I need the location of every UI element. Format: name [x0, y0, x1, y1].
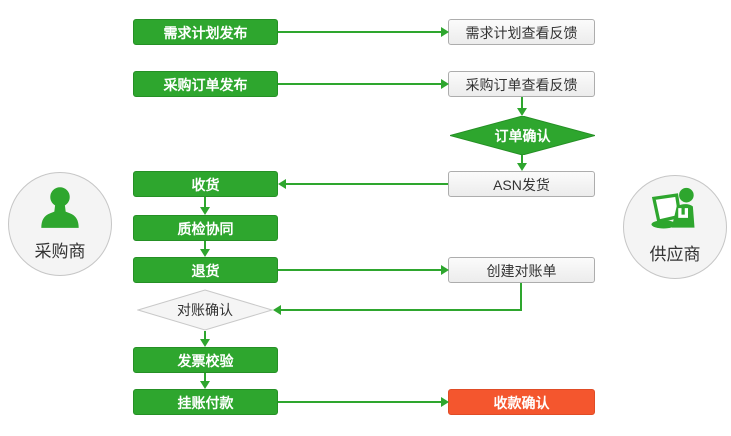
node-receive-goods: 收货 [133, 171, 278, 197]
edge-receive-to-quality-line [204, 197, 206, 208]
edge-orderconfirm-to-asn-arrowhead [517, 163, 527, 171]
person-icon [34, 184, 86, 236]
edge-po-line [278, 83, 441, 85]
node-create-statement: 创建对账单 [448, 257, 595, 283]
node-receipt-confirm: 收款确认 [448, 389, 595, 415]
edge-return-to-statement-arrowhead [441, 265, 449, 275]
edge-return-to-statement-line [278, 269, 441, 271]
node-po-publish: 采购订单发布 [133, 71, 278, 97]
node-order-confirm: 订单确认 [450, 116, 595, 155]
edge-asn-to-receive-arrowhead [278, 179, 286, 189]
node-demand-plan-publish: 需求计划发布 [133, 19, 278, 45]
edge-pofeedback-to-orderconfirm-arrowhead [517, 108, 527, 116]
node-book-payment: 挂账付款 [133, 389, 278, 415]
person-laptop-icon [649, 187, 701, 239]
actor-buyer-label: 采购商 [34, 242, 86, 261]
node-quality-collab: 质检协同 [133, 215, 278, 241]
node-asn-ship: ASN发货 [448, 171, 595, 197]
edge-quality-to-return-arrowhead [200, 249, 210, 257]
node-statement-confirm: 对账确认 [137, 289, 273, 331]
edge-statement-to-confirm-hline [281, 309, 522, 311]
actor-supplier-label: 供应商 [649, 245, 701, 264]
node-statement-confirm-label: 对账确认 [177, 302, 233, 318]
edge-receive-to-quality-arrowhead [200, 207, 210, 215]
node-invoice-verify: 发票校验 [133, 347, 278, 373]
edge-orderconfirm-to-asn-line [521, 155, 523, 164]
edge-demand-plan-line [278, 31, 441, 33]
edge-invoice-to-payment-line [204, 373, 206, 382]
edge-invoice-to-payment-arrowhead [200, 381, 210, 389]
edge-asn-to-receive-line [286, 183, 448, 185]
edge-statementconfirm-to-invoice-arrowhead [200, 339, 210, 347]
edge-statement-to-confirm-arrowhead [273, 305, 281, 315]
edge-pofeedback-to-orderconfirm-line [521, 97, 523, 109]
edge-statement-to-confirm-vline [520, 283, 522, 311]
edge-payment-to-receipt-line [278, 401, 441, 403]
edge-statementconfirm-to-invoice-line [204, 331, 206, 340]
actor-supplier: 供应商 [623, 175, 727, 279]
node-demand-plan-feedback: 需求计划查看反馈 [448, 19, 595, 45]
edge-demand-plan-arrowhead [441, 27, 449, 37]
edge-quality-to-return-line [204, 241, 206, 250]
edge-payment-to-receipt-arrowhead [441, 397, 449, 407]
node-order-confirm-label: 订单确认 [494, 127, 551, 144]
edge-po-arrowhead [441, 79, 449, 89]
node-po-feedback: 采购订单查看反馈 [448, 71, 595, 97]
actor-buyer: 采购商 [8, 172, 112, 276]
node-return-goods: 退货 [133, 257, 278, 283]
